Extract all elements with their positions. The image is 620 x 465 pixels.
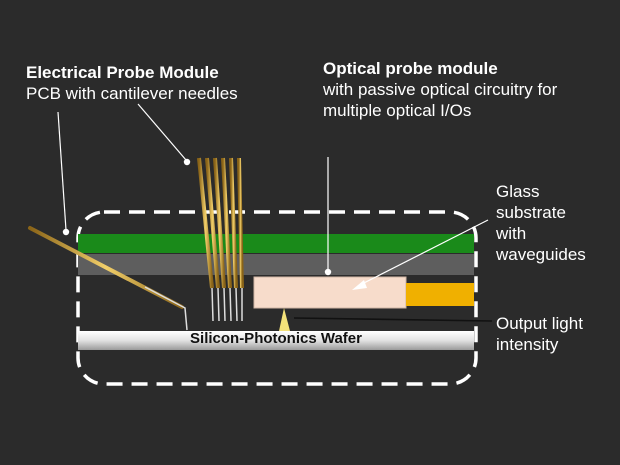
needle-bundle [197,157,244,322]
callout-output [293,317,493,322]
pcb-layer [78,234,474,253]
support-board [78,254,474,275]
callout-electrical-bundle [137,103,187,161]
output-label-1: Output light [496,314,583,333]
output-fiber [406,283,474,306]
optical-module-subtitle-1: with passive optical circuitry for [323,80,558,99]
wafer-label: Silicon-Photonics Wafer [190,330,362,347]
callout-dot-angled [62,228,70,236]
glass-label-4: waveguides [496,245,586,264]
wafer [78,331,474,350]
angled-needle-tip [144,286,188,331]
callout-dot-bundle [183,158,191,166]
light-spot [279,308,290,331]
glass-label-2: substrate [496,203,566,222]
optical-module-title: Optical probe module [323,59,498,78]
optical-module-subtitle-2: multiple optical I/Os [323,101,472,120]
callout-electrical-angled [57,111,67,231]
glass-substrate [253,276,407,309]
electrical-module-title: Electrical Probe Module [26,63,219,82]
callout-glass [357,219,489,287]
callout-dot-optical [324,268,332,276]
output-label-2: intensity [496,335,559,354]
callout-glass-arrowhead [352,280,367,290]
glass-label-1: Glass [496,182,540,201]
glass-label-3: with [496,224,527,243]
electrical-module-subtitle: PCB with cantilever needles [26,84,238,103]
